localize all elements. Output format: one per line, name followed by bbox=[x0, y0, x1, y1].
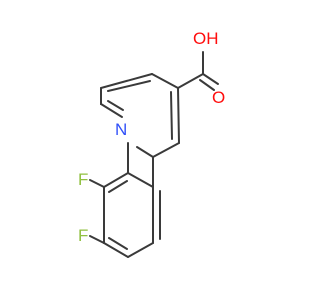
bond-c6-c7 bbox=[152, 142, 180, 158]
atom-o: O bbox=[212, 88, 225, 107]
atom-f-upper: F bbox=[78, 170, 88, 189]
bond-c3-c4-inner bbox=[107, 80, 151, 92]
bond-c4-c5 bbox=[151, 73, 179, 89]
bonds bbox=[89, 51, 219, 258]
bond-c5-c6-inner bbox=[170, 91, 173, 140]
bond-n1-c2-inner bbox=[107, 100, 124, 111]
bond-ph3-ph4 bbox=[127, 242, 154, 258]
bond-c-f3 bbox=[89, 235, 105, 244]
bond-c5-cooh bbox=[177, 73, 204, 89]
atom-n: N bbox=[115, 120, 127, 139]
bond-n1-c2 bbox=[100, 103, 123, 118]
bond-ph4-ph5-inner bbox=[108, 237, 128, 250]
atom-f-lower: F bbox=[78, 226, 88, 245]
bond-c3-c4 bbox=[100, 73, 153, 89]
bond-c5-c6 bbox=[177, 87, 180, 144]
molecule-diagram: OH O N F F bbox=[78, 29, 225, 258]
bond-ph6-ph1 bbox=[103, 172, 129, 188]
bond-ph6-ph1-inner bbox=[108, 180, 128, 193]
bond-c-f2 bbox=[89, 179, 105, 188]
bond-c7-n bbox=[136, 146, 154, 158]
atom-oh: OH bbox=[193, 29, 219, 48]
bond-ph1-ph2 bbox=[127, 172, 154, 188]
bond-ph4-ph5 bbox=[103, 242, 129, 258]
bond-c-o-double-2 bbox=[199, 79, 215, 91]
structure-canvas: OH O N F F bbox=[78, 29, 225, 258]
bond-c-o-double-1 bbox=[202, 73, 219, 85]
